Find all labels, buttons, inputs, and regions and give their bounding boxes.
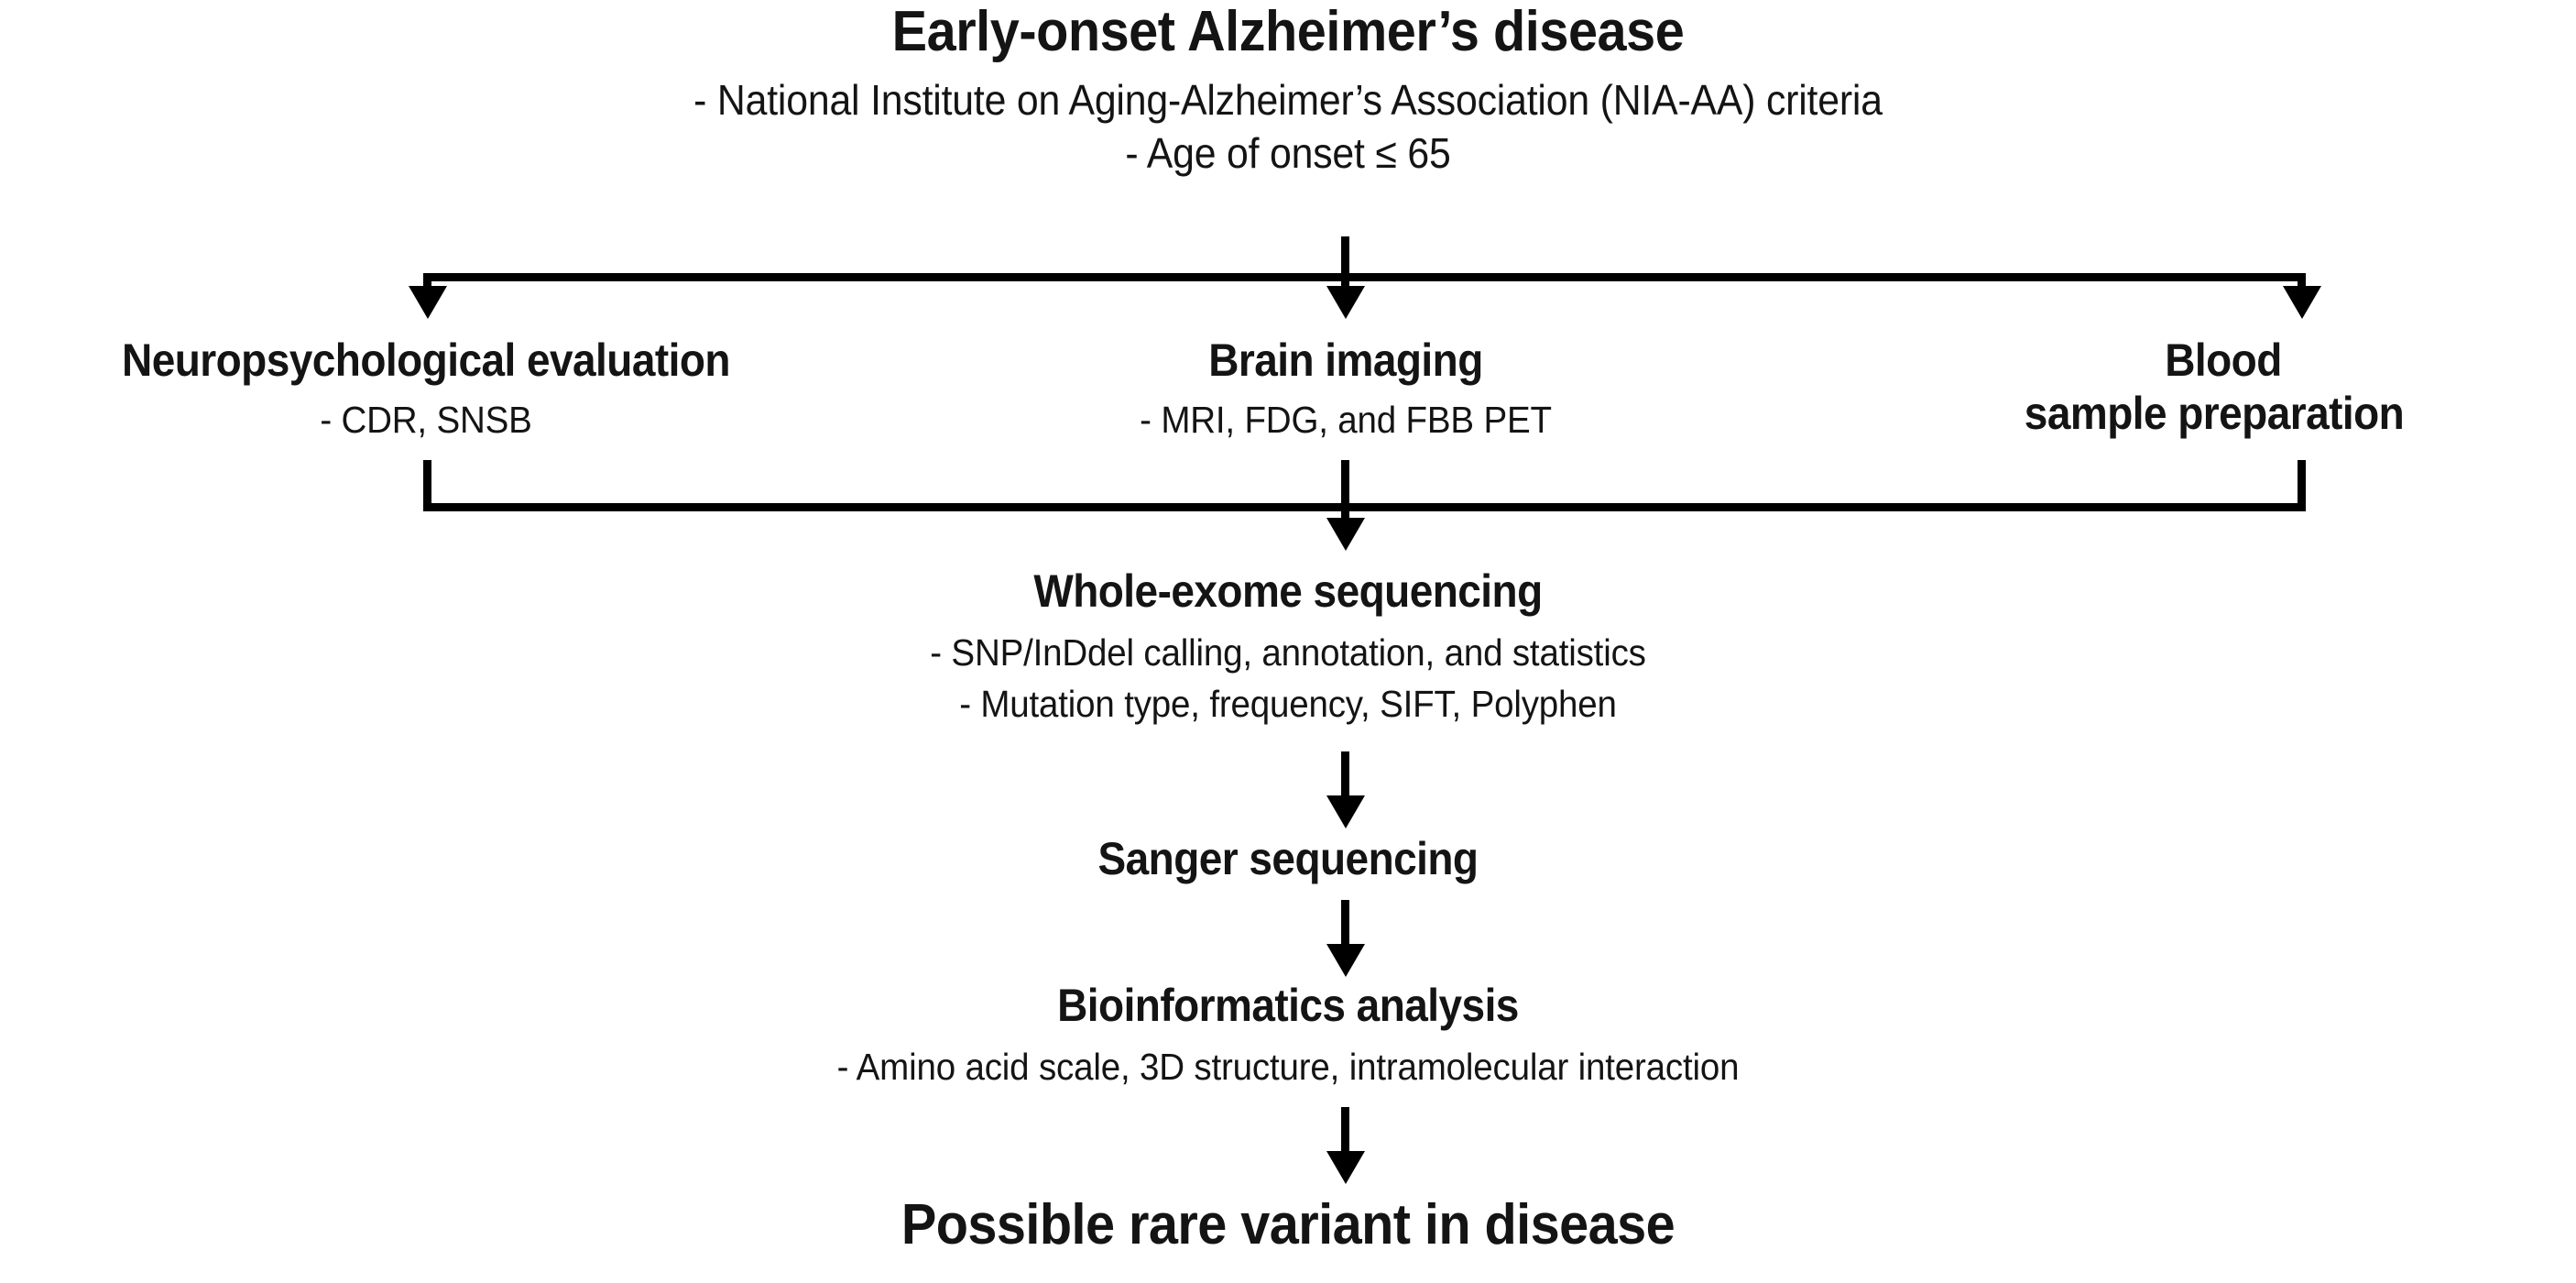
edge-split-left-drop xyxy=(423,273,431,297)
root-bullet-2: - Age of onset ≤ 65 xyxy=(1125,129,1451,177)
arrowhead-to-outcome xyxy=(1326,1151,1365,1184)
edge-split-bar xyxy=(423,273,2306,281)
edge-merge-bar xyxy=(423,503,2306,511)
bioinformatics-bullet-1: - Amino acid scale, 3D structure, intram… xyxy=(836,1046,1740,1088)
wes-bullet-1: - SNP/InDdel calling, annotation, and st… xyxy=(930,631,1646,674)
outcome-title: Possible rare variant in disease xyxy=(901,1193,1675,1256)
arrowhead-to-bioinformatics-analysis xyxy=(1326,944,1365,977)
edge-root-stem xyxy=(1341,236,1349,280)
arrowhead-to-blood-sample xyxy=(2283,286,2321,319)
branch-left-title: Neuropsychological evaluation xyxy=(122,334,730,386)
root-title: Early-onset Alzheimer’s disease xyxy=(891,0,1685,63)
wes-title: Whole-exome sequencing xyxy=(1033,565,1543,617)
sanger-title: Sanger sequencing xyxy=(1097,833,1479,884)
edge-merge-right-riser xyxy=(2298,460,2306,511)
arrowhead-to-whole-exome-sequencing xyxy=(1326,518,1365,551)
branch-center-title: Brain imaging xyxy=(1208,334,1483,386)
edge-merge-stem xyxy=(1341,503,1349,529)
edge-wes-sanger-stem xyxy=(1341,751,1349,808)
edge-bioinformatics-outcome-stem xyxy=(1341,1107,1349,1164)
root-bullet-1: - National Institute on Aging-Alzheimer’… xyxy=(693,76,1883,124)
edge-merge-center-riser xyxy=(1341,460,1349,511)
arrowhead-to-neuropsychological xyxy=(409,286,447,319)
edge-sanger-bioinformatics-stem xyxy=(1341,900,1349,957)
arrowhead-to-sanger-sequencing xyxy=(1326,795,1365,828)
branch-right-title-line2: sample preparation xyxy=(2024,388,2405,439)
branch-center-bullet-1: - MRI, FDG, and FBB PET xyxy=(1140,399,1552,441)
branch-right-title-line1: Blood xyxy=(2165,334,2282,386)
edge-split-center-drop xyxy=(1341,273,1349,297)
arrowhead-to-brain-imaging xyxy=(1326,286,1365,319)
edge-merge-left-riser xyxy=(423,460,431,511)
bioinformatics-title: Bioinformatics analysis xyxy=(1057,980,1519,1031)
wes-bullet-2: - Mutation type, frequency, SIFT, Polyph… xyxy=(959,683,1617,725)
edge-split-right-drop xyxy=(2298,273,2306,297)
branch-left-bullet-1: - CDR, SNSB xyxy=(320,399,532,441)
